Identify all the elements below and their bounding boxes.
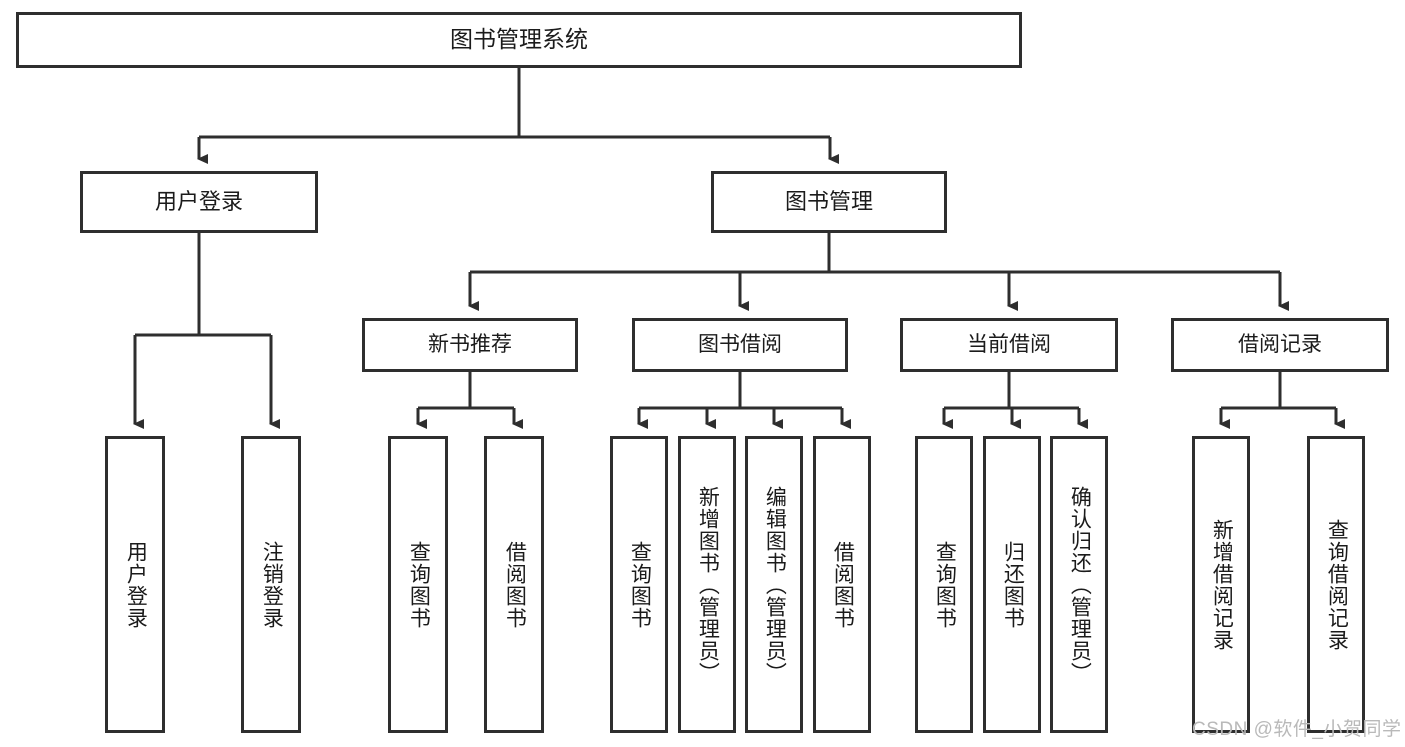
node-borrow-record[interactable]: 借阅记录 xyxy=(1171,318,1389,372)
leaf-confirm-return-admin[interactable]: 确认归还（管理员） xyxy=(1050,436,1108,733)
node-book-management[interactable]: 图书管理 xyxy=(711,171,947,233)
leaf-query-book-recommend[interactable]: 查询图书 xyxy=(388,436,448,733)
leaf-user-login[interactable]: 用户登录 xyxy=(105,436,165,733)
leaf-borrow-book-recommend[interactable]: 借阅图书 xyxy=(484,436,544,733)
node-book-borrow[interactable]: 图书借阅 xyxy=(632,318,848,372)
leaf-logout-login[interactable]: 注销登录 xyxy=(241,436,301,733)
csdn-watermark: CSDN @软件_小贺同学 xyxy=(1192,719,1402,740)
leaf-query-borrow-record[interactable]: 查询借阅记录 xyxy=(1307,436,1365,733)
leaf-query-book-borrow[interactable]: 查询图书 xyxy=(610,436,668,733)
leaf-query-book-current[interactable]: 查询图书 xyxy=(915,436,973,733)
node-root-system[interactable]: 图书管理系统 xyxy=(16,12,1022,68)
node-user-login[interactable]: 用户登录 xyxy=(80,171,318,233)
leaf-add-book-admin[interactable]: 新增图书（管理员） xyxy=(678,436,736,733)
leaf-return-book[interactable]: 归还图书 xyxy=(983,436,1041,733)
leaf-add-borrow-record[interactable]: 新增借阅记录 xyxy=(1192,436,1250,733)
node-current-borrow[interactable]: 当前借阅 xyxy=(900,318,1118,372)
leaf-borrow-book[interactable]: 借阅图书 xyxy=(813,436,871,733)
node-new-book-recommend[interactable]: 新书推荐 xyxy=(362,318,578,372)
leaf-edit-book-admin[interactable]: 编辑图书（管理员） xyxy=(745,436,803,733)
